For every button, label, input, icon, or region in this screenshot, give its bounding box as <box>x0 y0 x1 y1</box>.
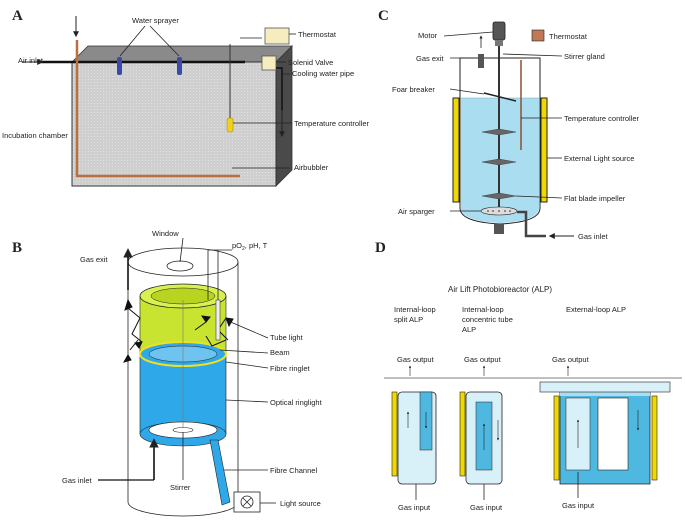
label-window: Window <box>152 229 179 238</box>
label-beam: Beam <box>270 348 290 357</box>
label-air-sparger: Air sparger <box>398 207 435 216</box>
chamber-side-face <box>275 45 293 187</box>
thermostat-box-c <box>531 29 545 42</box>
type-concentric-line3: ALP <box>462 325 476 334</box>
label-thermostat-c: Thermostat <box>549 32 588 41</box>
split-gas-output: Gas output <box>397 355 435 364</box>
label-fibre-ringlet: Fibre ringlet <box>270 364 311 373</box>
label-gas-inlet-c: Gas inlet <box>578 232 609 241</box>
split-alp: Gas output Gas input <box>391 355 437 512</box>
panel-c: C Motor Thermostat Gas exit Stirrer glan… <box>378 8 640 241</box>
label-incubation-chamber: Incubation chamber <box>2 131 68 140</box>
foam-breaker <box>483 92 517 102</box>
label-solenoid-valve: Solenid Valve <box>288 58 333 67</box>
split-alp-light <box>391 391 398 477</box>
label-air-inlet: Air inlet <box>18 56 44 65</box>
label-optical-ringlight: Optical ringlight <box>270 398 323 407</box>
label-gas-inlet-b: Gas inlet <box>62 476 93 485</box>
panel-d: D Air Lift Photobioreactor (ALP) Interna… <box>375 240 682 512</box>
brown-pipe-left <box>75 40 240 178</box>
stirrer <box>172 427 194 433</box>
panel-c-letter: C <box>378 8 389 24</box>
panel-a: A Water sprayer Thermostat Solenid Valve… <box>2 8 370 187</box>
window <box>166 260 194 272</box>
concentric-gas-output: Gas output <box>464 355 502 364</box>
label-stirrer: Stirrer <box>170 483 191 492</box>
water-sprayer-2 <box>177 57 182 75</box>
label-stirrer-gland: Stirrer gland <box>564 52 605 61</box>
gas-inlet-pipe-c <box>517 210 546 238</box>
external-light-right <box>540 97 548 203</box>
split-gas-input: Gas input <box>398 503 431 512</box>
water-sprayer-1 <box>117 57 122 75</box>
label-light-source: Light source <box>280 499 321 508</box>
label-gas-exit-c: Gas exit <box>416 54 444 63</box>
type-external: External-loop ALP <box>566 305 626 314</box>
external-gas-input: Gas input <box>562 501 595 510</box>
panel-a-letter: A <box>12 8 23 24</box>
sensor-probe <box>215 299 221 341</box>
label-external-light: External Light source <box>564 154 634 163</box>
external-loop-alp: Gas output Gas input <box>539 355 671 510</box>
concentric-alp: Gas output Gas input <box>459 355 503 512</box>
flat-blade-impellers <box>481 128 517 200</box>
fibre-channel <box>209 439 231 506</box>
label-sensor: pO2, pH, T <box>232 241 268 252</box>
label-gas-exit-b: Gas exit <box>80 255 108 264</box>
external-alp-light-right <box>651 395 658 481</box>
type-split-line1: Internal-loop <box>394 305 436 314</box>
concentric-gas-input: Gas input <box>470 503 503 512</box>
type-split-line2: split ALP <box>394 315 423 324</box>
external-light-left <box>452 97 460 203</box>
thermostat-box-a <box>264 27 290 45</box>
alp-title: Air Lift Photobioreactor (ALP) <box>448 285 552 294</box>
incubation-chamber <box>71 61 277 187</box>
temperature-probe-a <box>226 117 234 133</box>
label-foam-breaker: Foar breaker <box>392 85 435 94</box>
type-concentric-line1: Internal-loop <box>462 305 504 314</box>
panel-b-letter: B <box>12 240 22 256</box>
label-fibre-channel: Fibre Channel <box>270 466 317 475</box>
label-temperature-controller-a: Temperature controller <box>294 119 370 128</box>
label-flat-blade-impeller: Flat blade impeller <box>564 194 626 203</box>
panel-d-letter: D <box>375 240 386 256</box>
external-alp-light-left <box>553 395 560 481</box>
label-airbubbler: Airbubbler <box>294 163 329 172</box>
label-motor: Motor <box>418 31 438 40</box>
label-temperature-controller-c: Temperature controller <box>564 114 640 123</box>
external-gas-output: Gas output <box>552 355 590 364</box>
light-beams <box>122 298 234 363</box>
concentric-alp-light <box>459 391 466 477</box>
label-tube-light: Tube light <box>270 333 304 342</box>
label-cooling-pipe: Cooling water pipe <box>292 69 354 78</box>
label-thermostat-a: Thermostat <box>298 30 337 39</box>
label-water-sprayer: Water sprayer <box>132 16 179 25</box>
panel-b: B <box>12 229 323 517</box>
solenoid-valve <box>261 55 277 71</box>
type-concentric-line2: concentric tube <box>462 315 513 324</box>
motor <box>492 21 506 41</box>
